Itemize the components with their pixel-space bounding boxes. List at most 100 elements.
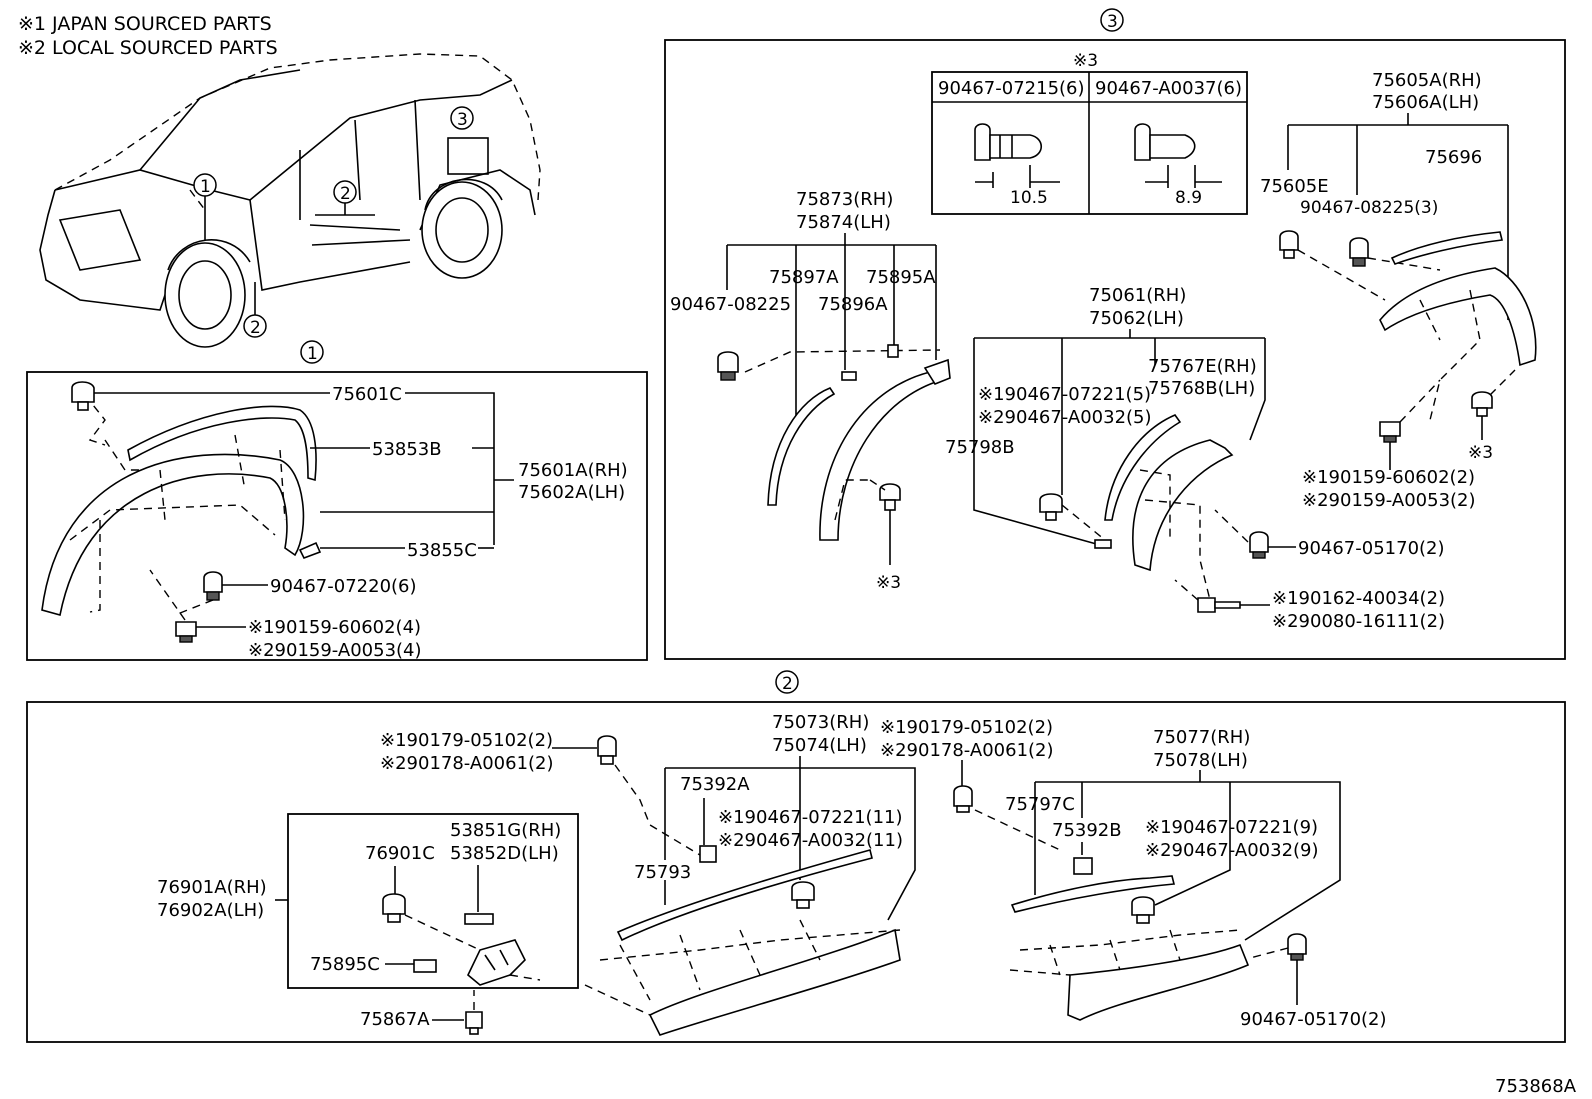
- label-75793: 75793: [634, 862, 691, 883]
- clip-75392A-icon: [699, 845, 717, 863]
- mudguard-76901C: [467, 939, 526, 986]
- clip-a-icon: [974, 123, 1043, 161]
- label-75601C: 75601C: [332, 384, 402, 405]
- label-75606A: 75606A(LH): [1372, 92, 1479, 113]
- label-75073: 75073(RH): [772, 712, 869, 733]
- clip-90467-05170-s2-icon: [1287, 933, 1307, 961]
- label-76902A: 76902A(LH): [157, 900, 264, 921]
- label-90159-A0053-s1: ※290159-A0053(4): [248, 640, 422, 661]
- label-53853B: 53853B: [372, 439, 442, 460]
- clip-76901C-icon: [382, 893, 406, 923]
- label-75798B: 75798B: [945, 437, 1015, 458]
- label-75392B: 75392B: [1052, 820, 1122, 841]
- label-75867A: 75867A: [360, 1009, 430, 1030]
- label-75895A: 75895A: [866, 267, 936, 288]
- label-75077: 75077(RH): [1153, 727, 1250, 748]
- clip-90467-07221-s2-icon: [791, 881, 815, 909]
- clip-b-icon: [1134, 123, 1196, 161]
- screw-90159-60602-s3-icon: [1379, 421, 1401, 443]
- moulding-75696: [1390, 231, 1503, 265]
- moulding-75793: [616, 849, 873, 942]
- label-90159-60602-s3: ※190159-60602(2): [1302, 467, 1475, 488]
- label-ref3-right: ※3: [1468, 443, 1493, 463]
- label-75605A: 75605A(RH): [1372, 70, 1482, 91]
- vehicle-illustration: [39, 53, 541, 348]
- label-75602A: 75602A(LH): [518, 482, 625, 503]
- clip-75867A-icon: [465, 1011, 483, 1035]
- label-75895C: 75895C: [310, 954, 380, 975]
- label-75062: 75062(LH): [1089, 308, 1184, 329]
- label-53855C: 53855C: [407, 540, 477, 561]
- clip-90467-08225-left-icon: [717, 351, 739, 381]
- ref-label-3-vehicle: 3: [457, 110, 468, 130]
- label-53851G: 53851G(RH): [450, 820, 561, 841]
- note-japan-sourced: ※1 JAPAN SOURCED PARTS: [18, 13, 272, 35]
- screw-90162-40034-icon: [1197, 597, 1241, 613]
- pad-75895C: [413, 959, 437, 973]
- label-75897A: 75897A: [769, 267, 839, 288]
- moulding-75797C: [1010, 875, 1176, 913]
- screw-90159-60602-icon: [175, 621, 197, 643]
- label-90162-40034: ※190162-40034(2): [1272, 588, 1445, 609]
- clip-90467-05170-s3-icon: [1249, 531, 1269, 559]
- diagram-id: 753868A: [1495, 1076, 1577, 1097]
- label-75392A: 75392A: [680, 774, 750, 795]
- ref-marker-3: [1100, 8, 1124, 32]
- label-90159-60602-s1: ※190159-60602(4): [248, 617, 421, 638]
- pad-75895A: [887, 344, 899, 358]
- section-2-box: [26, 701, 1566, 1043]
- clip-90467-07220-icon: [203, 571, 223, 601]
- label-53852D: 53852D(LH): [450, 843, 559, 864]
- ref-marker-3-vehicle: [450, 106, 474, 130]
- moulding-75897A: [767, 387, 836, 506]
- ref-label-2: 2: [782, 674, 793, 694]
- rocker-panel-75077: [1009, 929, 1250, 1021]
- clip-ref3-right-icon: [1471, 391, 1493, 417]
- note-local-sourced: ※2 LOCAL SOURCED PARTS: [18, 37, 278, 59]
- label-75896A: 75896A: [818, 294, 888, 315]
- ref-label-2b-vehicle: 2: [250, 318, 261, 338]
- label-90467-07220: 90467-07220(6): [270, 576, 417, 597]
- label-90467-07221-s2: ※190467-07221(11): [718, 807, 903, 828]
- label-75768B: 75768B(LH): [1148, 378, 1255, 399]
- flare-75605A: [1379, 267, 1537, 421]
- label-ref3-left: ※3: [876, 573, 901, 593]
- label-90467-A0032-s3: ※290467-A0032(5): [978, 407, 1152, 428]
- clip-90467-07221-s3-icon: [1039, 493, 1063, 521]
- ref-label-3: 3: [1107, 12, 1118, 32]
- rocker-panel-75073: [584, 919, 901, 1036]
- clip-90179-right-icon: [953, 785, 973, 813]
- label-clip-note: ※3: [1073, 51, 1098, 71]
- label-90159-A0053-s3: ※290159-A0053(2): [1302, 490, 1476, 511]
- label-90467-A0032-s2b: ※290467-A0032(9): [1145, 840, 1319, 861]
- label-75078: 75078(LH): [1153, 750, 1248, 771]
- label-90467-05170-s3: 90467-05170(2): [1298, 538, 1445, 559]
- label-dim-b: 8.9: [1175, 188, 1202, 208]
- ref-label-2-vehicle: 2: [340, 184, 351, 204]
- label-clip-b: 90467-A0037(6): [1095, 78, 1242, 99]
- section-3-box: [664, 39, 1566, 660]
- ref-marker-2: [775, 670, 799, 694]
- label-90178-A0061-right: ※290178-A0061(2): [880, 740, 1054, 761]
- label-75767E: 75767E(RH): [1148, 356, 1257, 377]
- label-90467-07221-s3: ※190467-07221(5): [978, 384, 1151, 405]
- label-75873: 75873(RH): [796, 189, 893, 210]
- garnish-75061: [1132, 439, 1234, 601]
- clip-90179-left-icon: [597, 735, 617, 765]
- section-1-box: [26, 371, 648, 661]
- ref-label-1: 1: [307, 344, 318, 364]
- label-76901A: 76901A(RH): [157, 877, 267, 898]
- garnish-75873: [819, 358, 951, 541]
- clip-75605E-icon: [1279, 230, 1299, 259]
- label-90467-08225-left: 90467-08225: [670, 294, 791, 315]
- label-75874: 75874(LH): [796, 212, 891, 233]
- moulding-75767E: [1104, 414, 1182, 521]
- label-90080-16111: ※290080-16111(2): [1272, 611, 1445, 632]
- label-75061: 75061(RH): [1089, 285, 1186, 306]
- ref-marker-1: [300, 340, 324, 364]
- pad-53851G: [464, 913, 494, 925]
- label-75601A: 75601A(RH): [518, 460, 628, 481]
- label-dim-a: 10.5: [1010, 188, 1048, 208]
- ref-label-1-vehicle: 1: [200, 177, 211, 197]
